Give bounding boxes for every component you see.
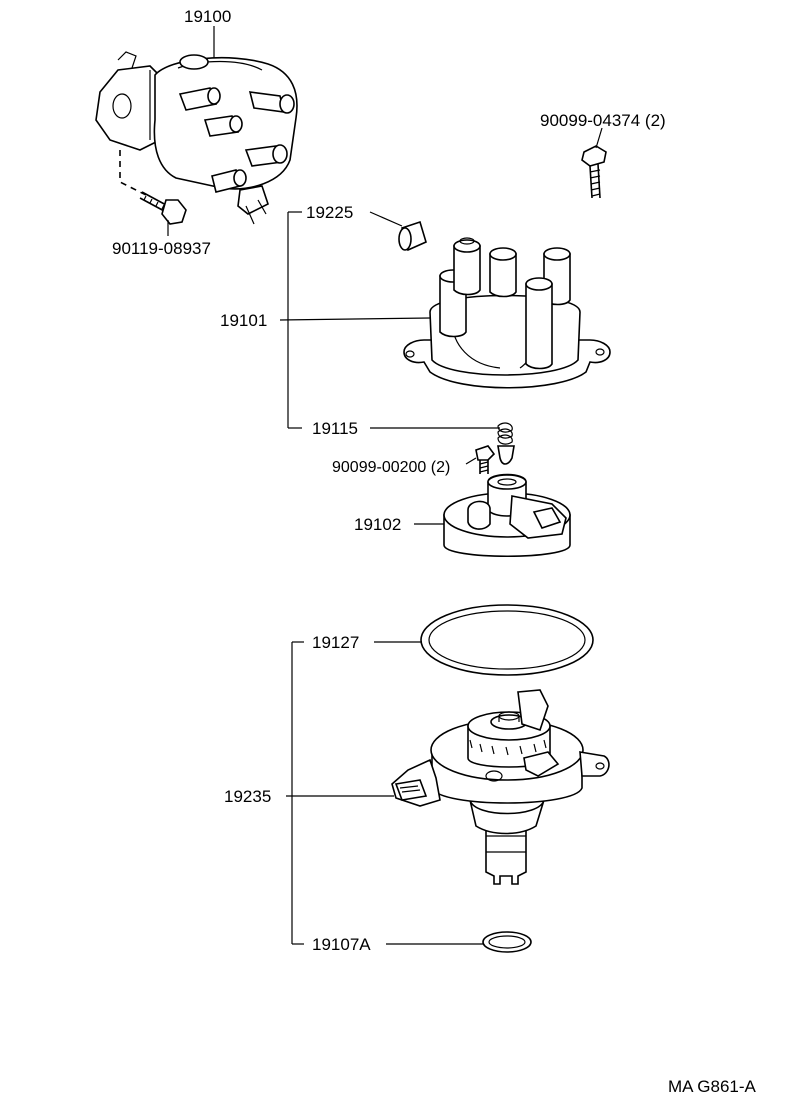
distributor-assembly-drawing — [95, 51, 298, 225]
boot-19225-drawing — [398, 220, 427, 252]
figure-code: MA G861-A — [668, 1077, 757, 1096]
bolt-90099-04374-drawing — [581, 145, 607, 199]
screw-90099-00200-drawing — [475, 445, 496, 474]
o-ring-19107a-drawing — [482, 931, 532, 953]
bolt-90119-08937-drawing — [139, 191, 187, 225]
label-19225: 19225 — [306, 203, 353, 222]
rotor-19102-drawing — [443, 473, 571, 557]
label-19115: 19115 — [312, 419, 358, 438]
distributor-cap-19101-drawing — [403, 237, 611, 389]
housing-19235-drawing — [391, 689, 610, 885]
label-19107a: 19107A — [312, 935, 371, 954]
gasket-19127-drawing — [420, 604, 594, 676]
label-19235: 19235 — [224, 787, 271, 806]
label-90099-04374: 90099-04374 (2) — [540, 111, 666, 130]
label-19101: 19101 — [220, 311, 267, 330]
label-90119-08937: 90119-08937 — [112, 239, 211, 258]
label-90099-00200: 90099-00200 (2) — [332, 459, 450, 476]
leader-lines — [167, 26, 603, 945]
label-19127: 19127 — [312, 633, 359, 652]
spring-19115-drawing — [497, 422, 515, 465]
label-19102: 19102 — [354, 515, 401, 534]
label-19100: 19100 — [184, 7, 231, 26]
